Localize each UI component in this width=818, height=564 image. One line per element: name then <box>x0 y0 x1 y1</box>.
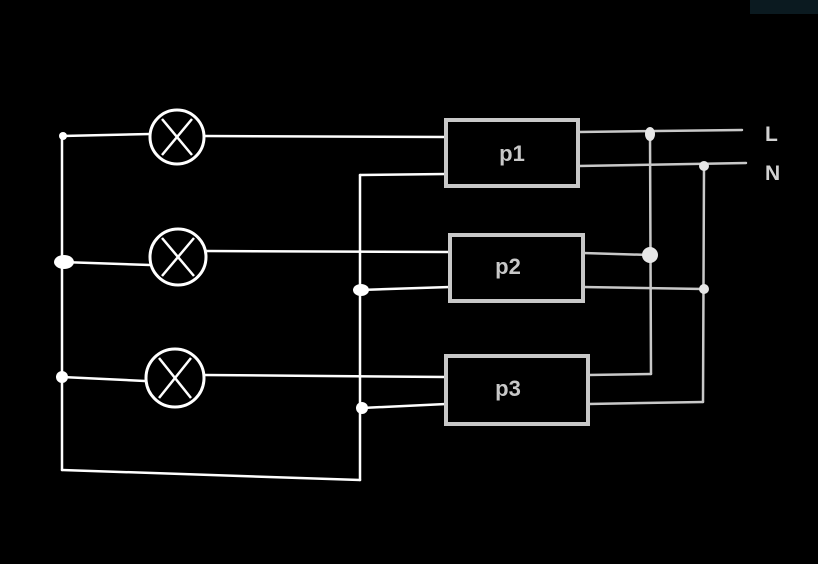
junction-node <box>699 161 709 171</box>
junction-node <box>353 284 369 296</box>
device-p1: p1 <box>444 118 580 188</box>
left-bus-wires <box>60 134 452 482</box>
lamp-3 <box>144 347 206 409</box>
device-label-p1: p1 <box>499 141 525 166</box>
junction-node <box>59 132 67 140</box>
junction-node <box>699 284 709 294</box>
junction-nodes <box>54 127 709 414</box>
lamp-cross-icon <box>161 237 195 277</box>
terminal-label-line: L <box>765 123 778 146</box>
lamp-cross-icon <box>161 118 193 156</box>
terminal-label-neutral: N <box>765 162 780 185</box>
junction-node <box>56 371 68 383</box>
supply-wires <box>576 128 748 406</box>
device-label-p2: p2 <box>495 254 521 279</box>
junction-node <box>645 127 655 141</box>
corner-artifact <box>750 0 818 14</box>
device-p2: p2 <box>448 233 585 303</box>
junction-node <box>642 247 658 263</box>
lamp-feed-wires <box>60 132 452 383</box>
lamp-2 <box>148 227 208 287</box>
device-label-p3: p3 <box>495 376 521 401</box>
junction-node <box>54 255 74 269</box>
junction-node <box>356 402 368 414</box>
lamp-cross-icon <box>158 357 192 399</box>
lamp-1 <box>148 108 206 166</box>
device-p3: p3 <box>444 354 590 426</box>
